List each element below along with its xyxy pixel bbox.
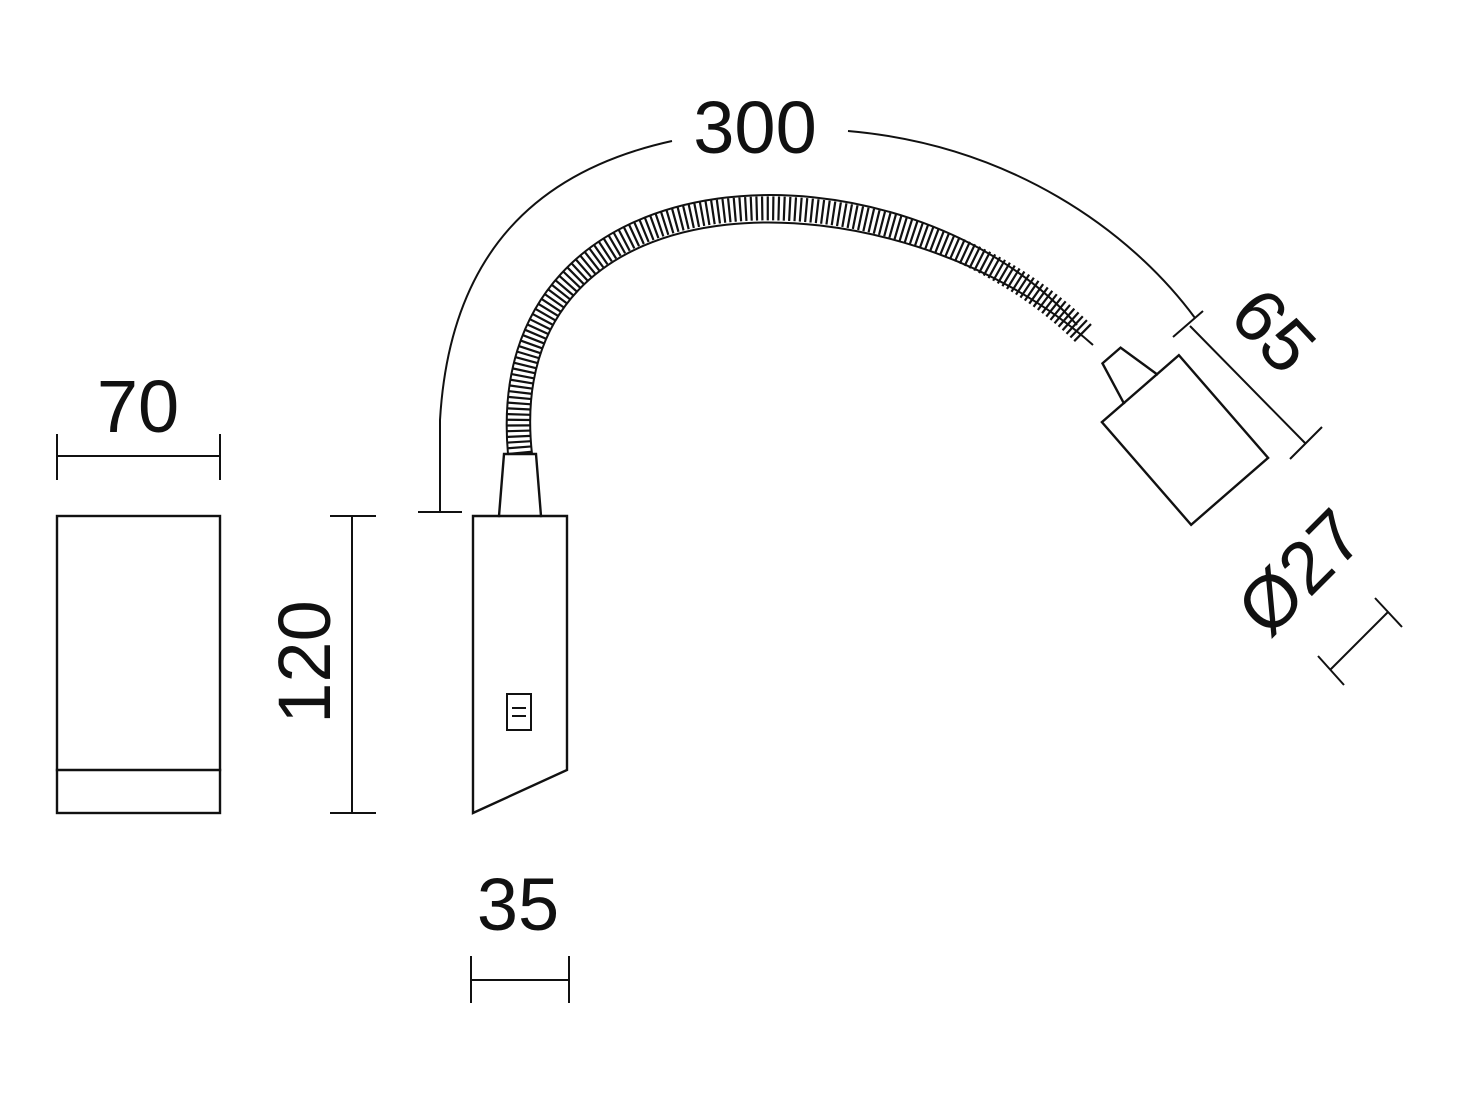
dimension-label-height: 120 (263, 600, 346, 723)
dimension-label-arm-length: 300 (693, 86, 816, 169)
dimension-tick-right (1374, 597, 1403, 628)
switch-icon (506, 693, 532, 731)
dimension-height: 120 (263, 515, 376, 814)
dimension-arm-length: 300 (418, 86, 1204, 513)
dimension-width-front: 70 (56, 365, 221, 480)
neck-connector (497, 452, 543, 518)
front-view-body (55, 514, 222, 815)
dimension-label-depth: 35 (477, 863, 559, 946)
dimension-tick-left (1317, 655, 1345, 686)
dimension-head-length: 65 (1189, 272, 1332, 460)
dimension-arc-right (847, 130, 1196, 319)
dimension-arc-left (439, 140, 673, 512)
dimension-line (1329, 611, 1389, 671)
dimension-tick-end (1172, 310, 1204, 338)
base-housing (471, 514, 569, 815)
flexible-arm (506, 196, 1094, 456)
flexible-arm-outer-edge (505, 194, 1078, 455)
dimension-depth: 35 (470, 863, 570, 1003)
dimension-label-width: 70 (97, 365, 179, 448)
front-view (55, 514, 222, 815)
dimension-line (1189, 325, 1307, 445)
flexible-arm-inner-edge (529, 221, 1094, 455)
lamp-head (1100, 346, 1270, 527)
dimension-label-head-diameter: Ø27 (1221, 493, 1379, 651)
dimension-label-head-length: 65 (1215, 272, 1332, 389)
dimension-tick-end (1289, 426, 1323, 460)
dimension-head-diameter: Ø27 (1221, 493, 1403, 686)
side-view (471, 194, 1270, 815)
